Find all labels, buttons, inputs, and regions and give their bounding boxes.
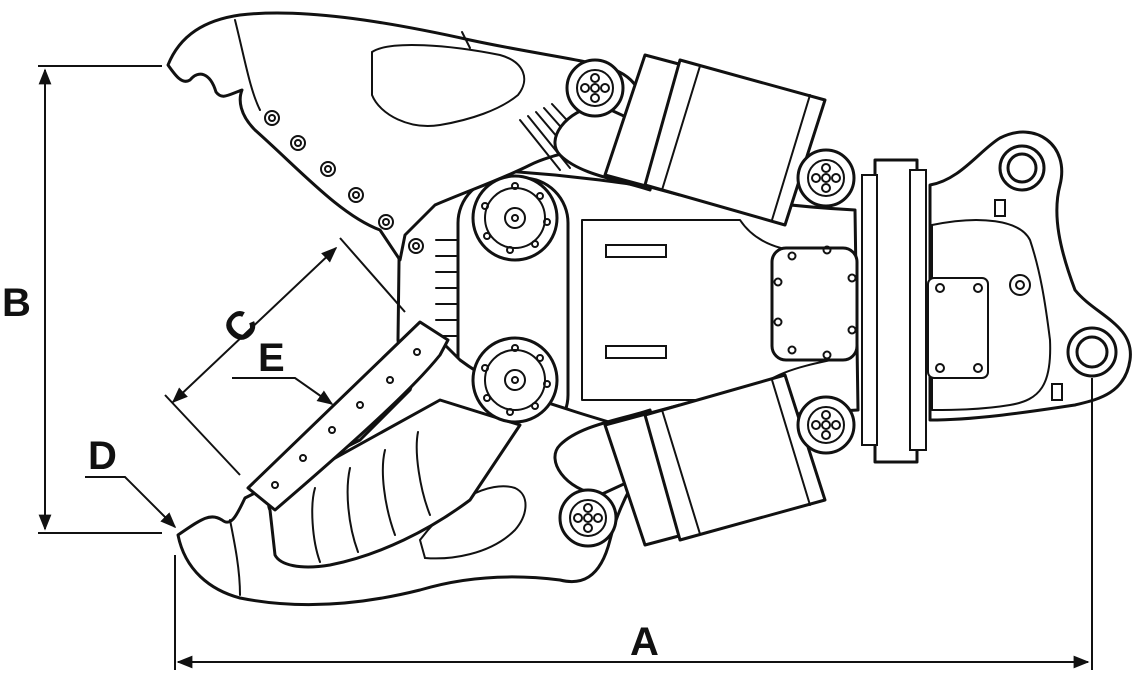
upper-jaw-group (166, 11, 644, 262)
label-b: B (2, 281, 31, 325)
label-e: E (258, 336, 285, 380)
bracket-grease-fitting-inner (1015, 280, 1025, 290)
blade-insert-group (246, 320, 450, 512)
label-d: D (88, 434, 117, 478)
dimension-e (232, 377, 334, 405)
dimension-a (174, 378, 1093, 670)
lower-jaw-group (176, 328, 662, 607)
dimension-d (85, 476, 177, 529)
upper-jaw-window (371, 43, 526, 127)
dimension-b (38, 65, 162, 534)
rear-pin-bottom (1066, 326, 1118, 378)
pivot-ribs (435, 239, 459, 337)
body-group (861, 130, 1132, 464)
blade-insert (246, 320, 450, 512)
frame-slot-bottom (605, 345, 667, 359)
frame-hatch (770, 246, 859, 362)
bracket-grease-fitting (1009, 274, 1031, 296)
cover-bolt-4 (973, 363, 983, 373)
upper-jaw-cut-edge (234, 19, 261, 111)
hatch-bolt-1 (787, 251, 797, 261)
rotation-flange-inner (861, 174, 878, 446)
lower-cylinder (553, 373, 827, 547)
upper-cylinder (553, 53, 827, 227)
lower-blade-divisions (311, 431, 431, 563)
cover-bolt-1 (935, 283, 945, 293)
hatch-bolt-2 (822, 245, 832, 255)
bracket-inner-panel (931, 219, 1052, 411)
rear-pin-bottom-inner (1075, 335, 1109, 369)
lower-jaw-cut-edge (229, 519, 241, 596)
frame-slot-top (605, 244, 667, 258)
upper-jaw-bolts (264, 110, 424, 254)
dimension-c (164, 237, 406, 476)
rotation-flange-rim (909, 169, 927, 451)
cylinder-pin-lower-rear (796, 395, 856, 455)
rear-pin-top (998, 144, 1046, 192)
blade-insert-bolts (271, 348, 421, 489)
bracket-tag-bottom (1051, 383, 1063, 401)
rear-pin-top-inner (1006, 152, 1038, 184)
hatch-bolt-7 (773, 317, 783, 327)
cover-bolt-3 (935, 363, 945, 373)
hatch-bolt-8 (773, 277, 783, 287)
cylinder-pin-upper-front (565, 58, 625, 118)
upper-pivot-pin (471, 174, 559, 262)
lower-pivot-pin (471, 336, 559, 424)
upper-jaw-seam (461, 31, 471, 49)
label-a: A (630, 620, 659, 664)
hatch-bolt-6 (787, 345, 797, 355)
cylinder-pin-lower-front (558, 488, 618, 548)
hatch-bolt-5 (822, 350, 832, 360)
hatch-bolt-4 (847, 325, 857, 335)
cylinder-pin-upper-rear (796, 148, 856, 208)
bracket-cover-plate (927, 277, 989, 379)
hatch-bolt-3 (847, 273, 857, 283)
cover-bolt-2 (973, 283, 983, 293)
bracket-tag-top (994, 199, 1006, 217)
